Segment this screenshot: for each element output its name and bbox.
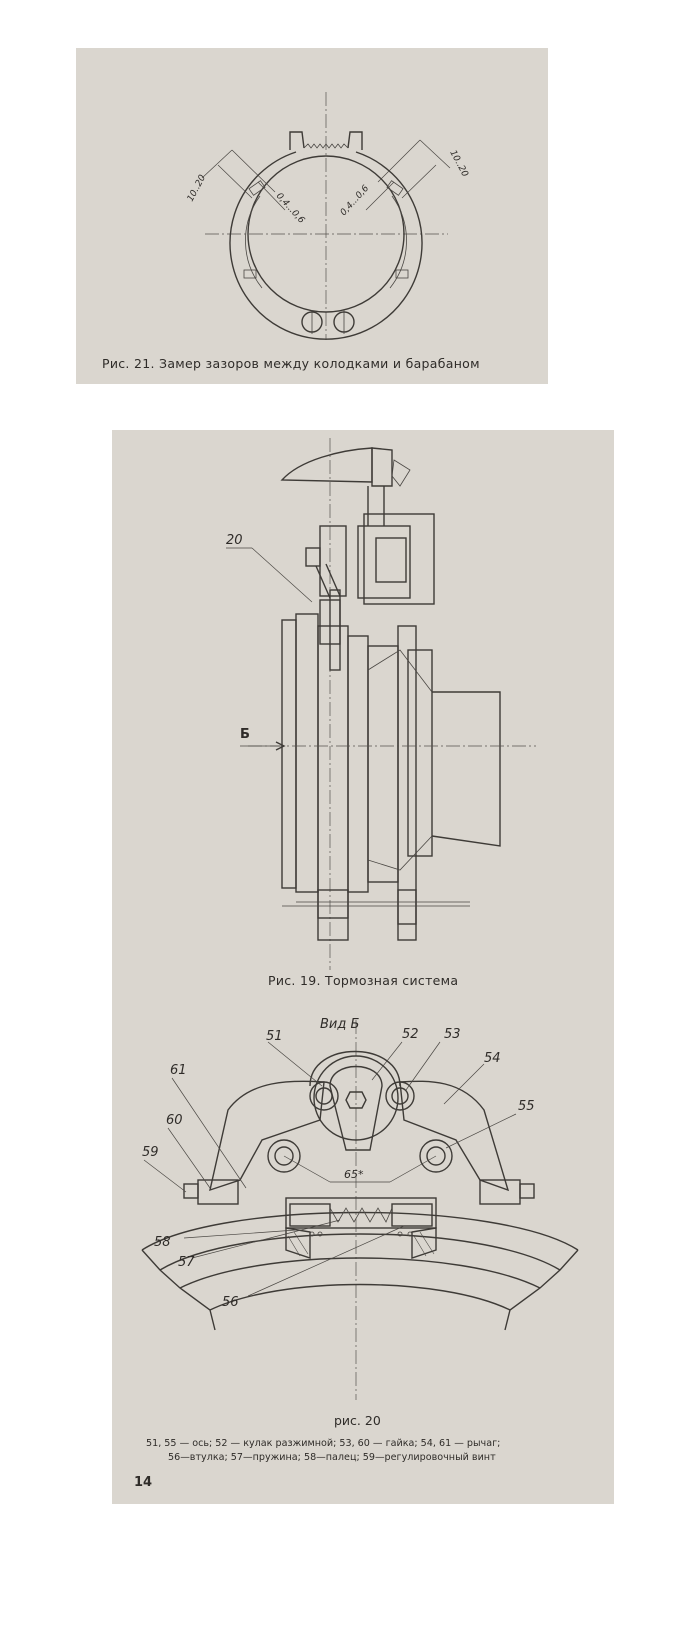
fig19-label-b: Б: [240, 727, 250, 742]
fig21-caption: Рис. 21. Замер зазоров между колодками и…: [102, 356, 480, 371]
fig20-label-60: 60: [166, 1113, 183, 1128]
fig20-label-51: 51: [266, 1029, 283, 1044]
fig20-legend-line2: 56—втулка; 57—пружина; 58—палец; 59—регу…: [168, 1452, 496, 1463]
fig20-label-55: 55: [518, 1099, 535, 1114]
fig21-drawing: 10..20 10..20 0,4...0,6 0,4...0,6: [186, 92, 470, 340]
page-number: 14: [134, 1475, 153, 1490]
fig21-dim-left-outer: 10..20: [186, 173, 208, 203]
fig19-caption: Рис. 19. Тормозная система: [268, 973, 459, 988]
fig19-label-20: 20: [226, 533, 243, 548]
fig20-label-52: 52: [402, 1027, 419, 1042]
fig20-caption: рис. 20: [334, 1413, 381, 1428]
fig20-label-58: 58: [154, 1235, 171, 1250]
fig19-drawing: 20 Б: [226, 438, 536, 970]
fig21-dim-right-outer: 10..20: [447, 149, 469, 179]
fig20-label-57: 57: [178, 1255, 195, 1270]
fig20-label-61: 61: [170, 1063, 187, 1078]
fig20-view-label: Вид Б: [320, 1017, 359, 1032]
fig21-dim-right-inner: 0,4...0,6: [339, 183, 372, 218]
fig19-20-sheet: [112, 430, 614, 1504]
fig20-label-54: 54: [484, 1051, 501, 1066]
fig20-legend-line1: 51, 55 — ось; 52 — кулак разжимной; 53, …: [146, 1438, 501, 1449]
fig20-label-53: 53: [444, 1027, 461, 1042]
fig21-dim-left-inner: 0,4...0,6: [274, 191, 307, 226]
fig20-label-59: 59: [142, 1145, 159, 1160]
fig20-drawing: 65* Вид Б 51 52 53 54 55 61 60 59 58 57 …: [141, 1017, 579, 1400]
fig20-label-56: 56: [222, 1295, 239, 1310]
fig20-dim-65: 65*: [344, 1168, 364, 1181]
